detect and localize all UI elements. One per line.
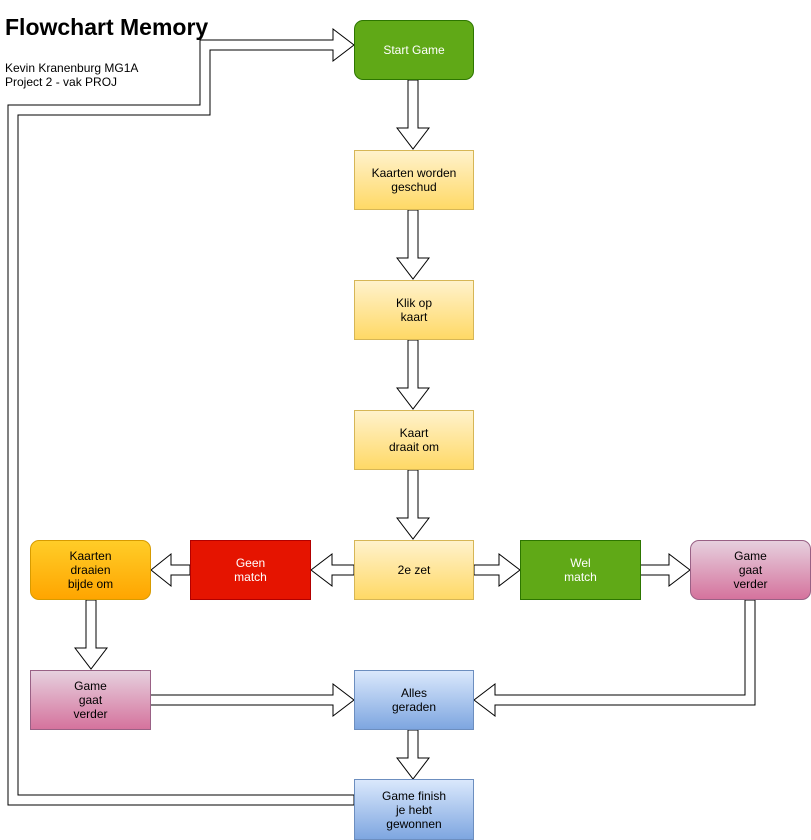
node-no-match: Geen match: [190, 540, 311, 600]
node-second-move: 2e zet: [354, 540, 474, 600]
arrow-flip-to-second: [395, 469, 431, 540]
node-cards-flip-back: Kaarten draaien bijde om: [30, 540, 151, 600]
arrow-match-to-continue: [639, 552, 691, 588]
project-label: Project 2 - vak PROJ: [5, 75, 118, 89]
arrow-nomatch-to-flipback: [150, 552, 191, 588]
node-all-guessed: Alles geraden: [354, 670, 474, 730]
arrow-finish-loop-to-start: [7, 27, 355, 806]
node-click-card: Klik op kaart: [354, 280, 474, 340]
node-cards-shuffled: Kaarten worden geschud: [354, 150, 474, 210]
node-start-game: Start Game: [354, 20, 474, 80]
arrow-shuffle-to-click: [395, 209, 431, 280]
arrow-second-to-nomatch: [310, 552, 355, 588]
arrow-click-to-flip: [395, 339, 431, 410]
node-game-finish: Game finish je hebt gewonnen: [354, 779, 474, 840]
node-game-continues-right: Game gaat verder: [690, 540, 811, 600]
diagram-title: Flowchart Memory: [5, 14, 209, 40]
node-card-flips: Kaart draait om: [354, 410, 474, 470]
arrow-second-to-match: [473, 552, 521, 588]
arrow-continue-right-to-all: [473, 599, 756, 718]
arrow-flipback-to-continue: [73, 599, 109, 670]
node-game-continues-left: Game gaat verder: [30, 670, 151, 730]
author-label: Kevin Kranenburg MG1A: [5, 61, 139, 75]
arrow-continue-left-to-all: [149, 682, 355, 718]
node-match: Wel match: [520, 540, 641, 600]
arrow-start-to-shuffle: [395, 79, 431, 150]
arrow-all-to-finish: [395, 729, 431, 780]
